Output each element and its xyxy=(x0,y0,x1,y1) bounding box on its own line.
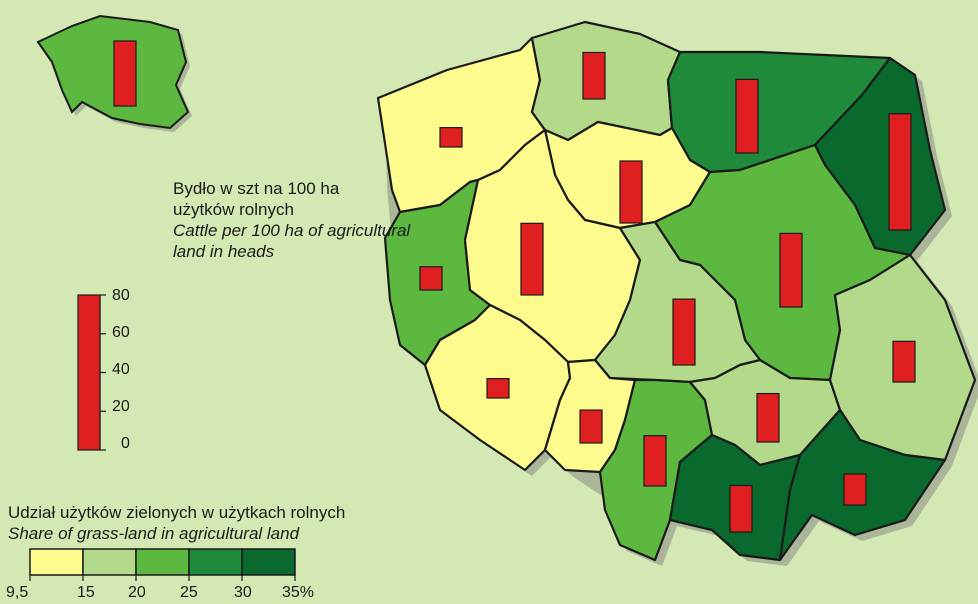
class-break-25: 25 xyxy=(180,584,198,601)
cattle-bar-mazowieckie xyxy=(779,232,803,308)
region-pomorskie xyxy=(530,20,682,142)
grass-title-en: Share of grass-land in agricultural land xyxy=(8,524,300,543)
scale-label-80: 80 xyxy=(112,287,130,304)
class-swatch-0 xyxy=(29,548,84,576)
cattle-bar-wielkopolskie xyxy=(520,222,544,296)
grass-title-pl: Udział użytków zielonych w użytkach roln… xyxy=(8,503,346,522)
cattle-bar-pomorskie xyxy=(582,51,606,100)
cattle-bar-lubelskie xyxy=(892,340,916,383)
cattle-bar-slaskie xyxy=(643,435,667,487)
cattle-bar-dolnoslaskie xyxy=(486,378,510,399)
cattle-bar-lodzkie xyxy=(672,298,696,366)
cattle-bar-zachodniopomorskie xyxy=(439,127,463,148)
class-break-20: 20 xyxy=(128,584,146,601)
class-swatch-3 xyxy=(188,548,243,576)
grass-share-color-ramp xyxy=(29,548,296,581)
bar-scale-legend xyxy=(77,294,106,451)
cattle-title-en-2: land in heads xyxy=(173,242,275,261)
class-swatch-2 xyxy=(135,548,190,576)
cattle-bar-warminsko-mazurskie xyxy=(735,78,759,154)
cattle-title-pl-1: Bydło w szt na 100 ha xyxy=(173,179,340,198)
cattle-bar-podkarpackie xyxy=(843,473,867,506)
class-break-30: 30 xyxy=(234,584,252,601)
cattle-bar-lubuskie xyxy=(419,266,443,291)
class-break-9-5: 9,5 xyxy=(6,584,29,601)
cattle-title-en-1: Cattle per 100 ha of agricultural xyxy=(173,221,411,240)
inset-poland xyxy=(36,14,190,130)
cattle-legend-title: Bydło w szt na 100 ha użytków rolnych Ca… xyxy=(173,178,410,262)
cattle-bar-podlaskie xyxy=(888,113,912,231)
class-break-15: 15 xyxy=(77,584,95,601)
legend-scale-bar xyxy=(77,294,101,451)
scale-label-60: 60 xyxy=(112,324,130,341)
class-swatch-4 xyxy=(241,548,296,576)
cattle-bar-malopolskie xyxy=(729,484,753,533)
scale-label-0: 0 xyxy=(121,435,130,452)
class-break-35: 35% xyxy=(282,584,315,601)
cattle-bar-swietokrzyskie xyxy=(756,392,780,443)
inset-cattle-bar xyxy=(113,40,137,107)
scale-label-40: 40 xyxy=(112,361,130,378)
cattle-bar-kujawsko-pomorskie xyxy=(619,160,643,224)
cattle-bar-opolskie xyxy=(579,409,603,444)
grass-legend-title: Udział użytków zielonych w użytkach roln… xyxy=(8,502,345,544)
class-swatch-1 xyxy=(82,548,137,576)
cattle-title-pl-2: użytków rolnych xyxy=(173,200,294,219)
scale-label-20: 20 xyxy=(112,398,130,415)
